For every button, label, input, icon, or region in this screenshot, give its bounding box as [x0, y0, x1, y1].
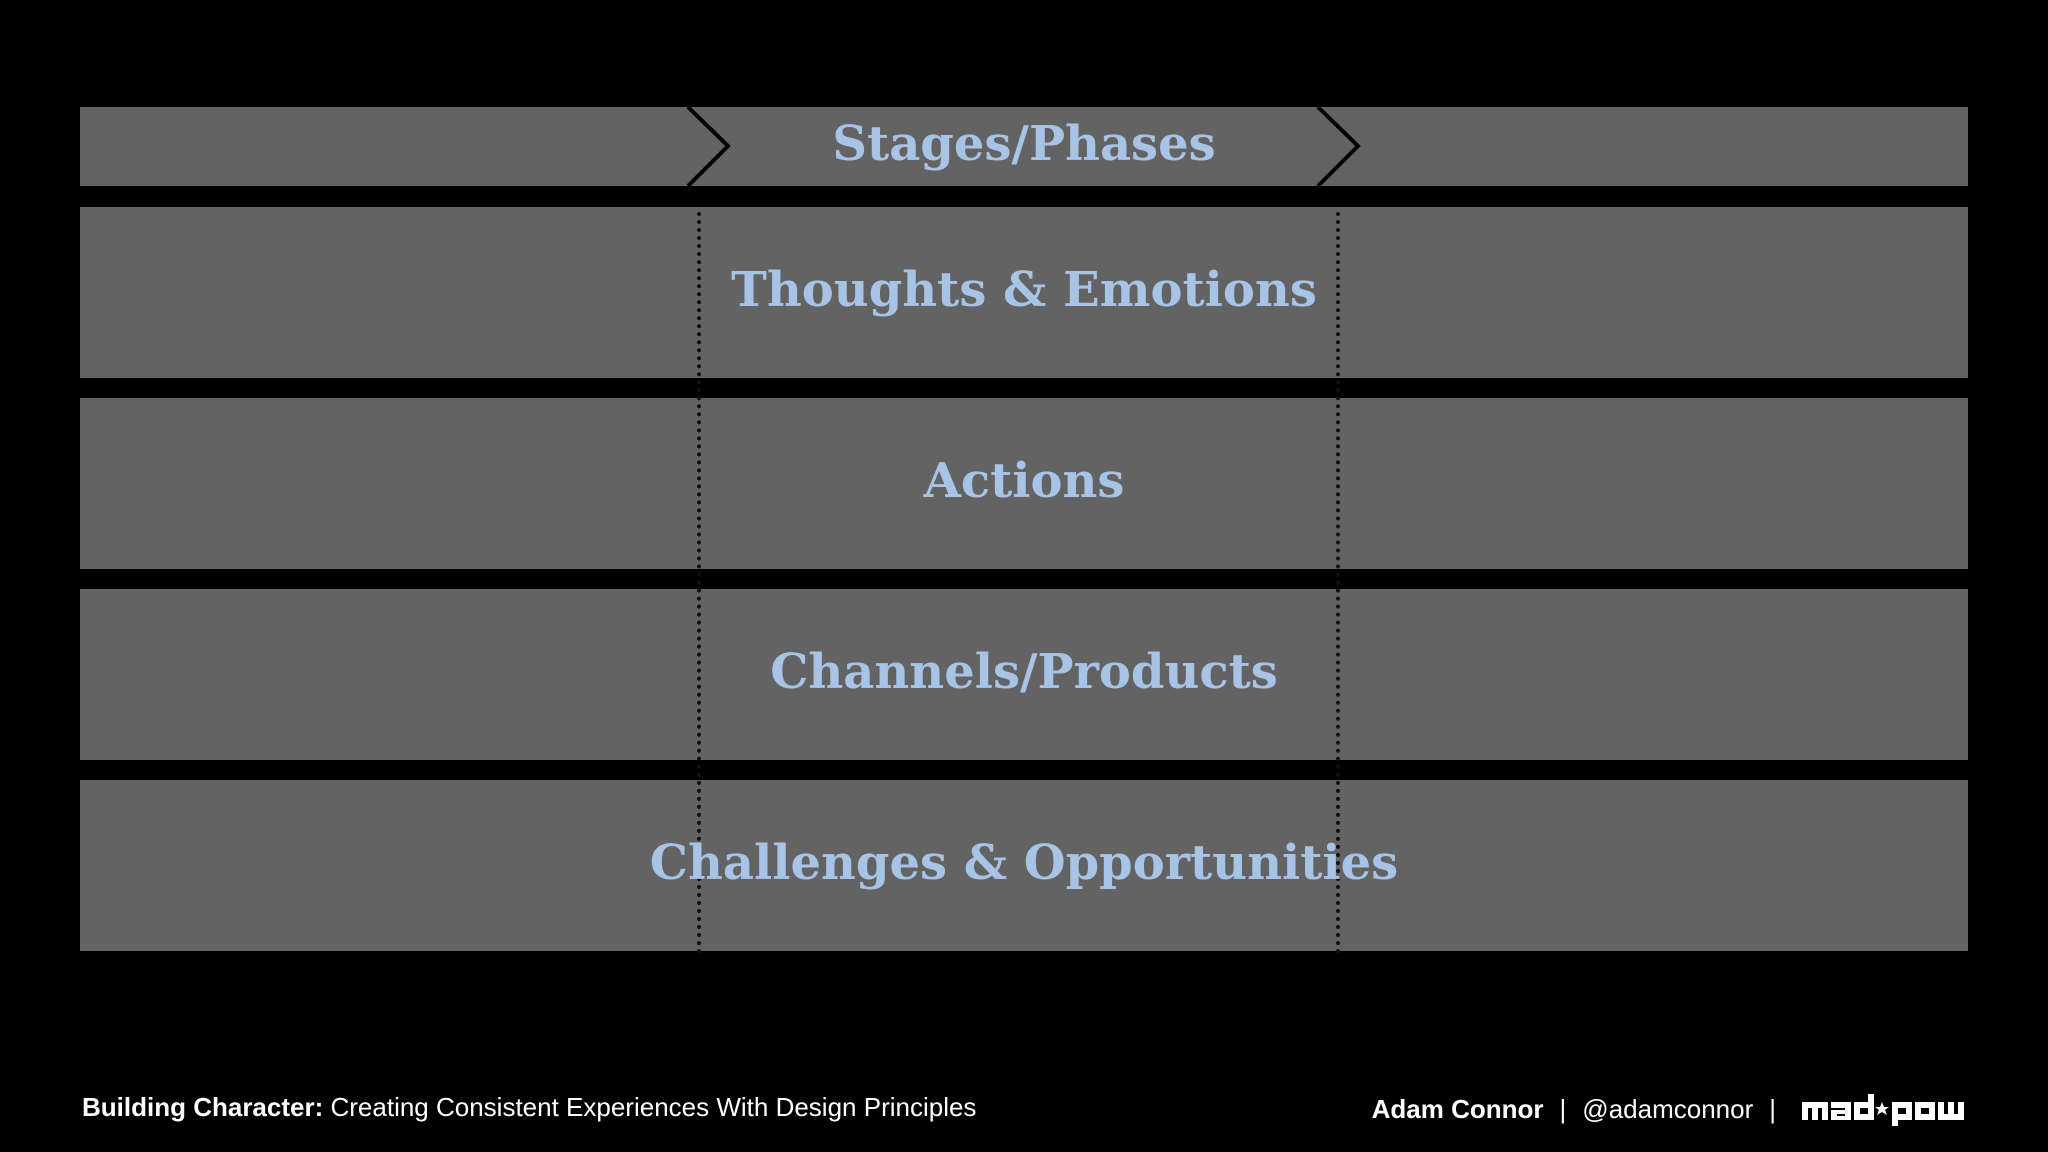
- separator-1: |: [1559, 1093, 1567, 1124]
- chevron-marker-2: [1316, 105, 1361, 188]
- channels-products-bar: [80, 589, 1968, 760]
- stage-divider-line-1: [697, 212, 701, 954]
- separator-2: |: [1769, 1093, 1776, 1124]
- presentation-title-rest: Creating Consistent Experiences With Des…: [330, 1092, 977, 1122]
- thoughts-emotions-bar: [80, 207, 1968, 378]
- stage-divider-line-2: [1336, 212, 1340, 954]
- presentation-title-bold: Building Character:: [82, 1092, 324, 1122]
- presenter-info: Adam Connor | @adamconnor |: [1372, 1092, 1968, 1126]
- madpow-logo-mark: [1802, 1094, 1964, 1126]
- madpow-logo: [1800, 1092, 1968, 1126]
- stages-phases-bar: [80, 107, 1968, 186]
- actions-bar: [80, 398, 1968, 569]
- chevron-marker-1: [686, 105, 731, 188]
- presentation-title: Building Character: Creating Consistent …: [82, 1092, 976, 1123]
- author-name: Adam Connor: [1371, 1093, 1544, 1124]
- twitter-handle: @adamconnor: [1582, 1093, 1754, 1124]
- challenges-opportunities-bar: [80, 780, 1968, 951]
